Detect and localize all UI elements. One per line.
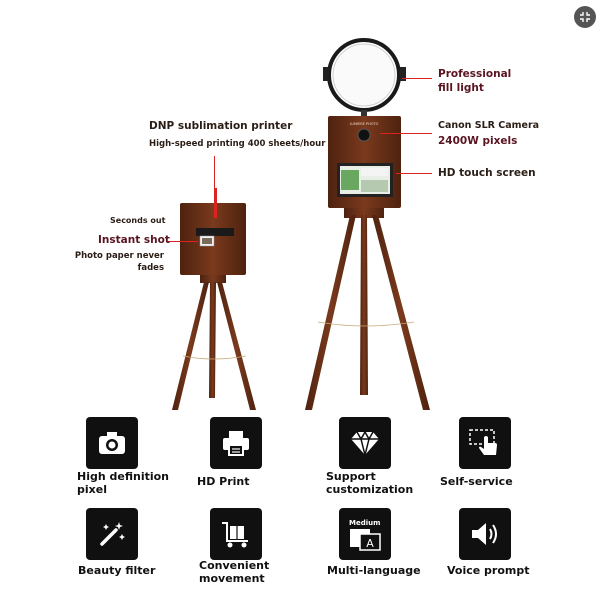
diamond-icon bbox=[351, 430, 379, 456]
camera-label-line1: Canon SLR Camera bbox=[438, 120, 540, 131]
feature-label-voice: Voice prompt bbox=[447, 564, 530, 577]
feature-label-language: Multi-language bbox=[327, 564, 421, 577]
feature-voice-prompt bbox=[459, 508, 511, 560]
language-top-text: Medium bbox=[349, 519, 380, 527]
feature-high-definition bbox=[86, 417, 138, 469]
camera-icon bbox=[99, 432, 125, 454]
printer-sub-label: High-speed printing 400 sheets/hour bbox=[149, 139, 326, 149]
ring-light bbox=[323, 38, 406, 118]
photo-paper-label: Photo paper never fades bbox=[74, 251, 164, 273]
feature-label-self-service: Self-service bbox=[440, 475, 513, 488]
speaker-icon bbox=[472, 523, 497, 545]
close-button[interactable] bbox=[574, 6, 596, 28]
language-icon: A Medium bbox=[349, 519, 381, 551]
fill-light-label: Professional fill light bbox=[438, 68, 512, 94]
shrink-icon bbox=[580, 12, 590, 22]
feature-self-service bbox=[459, 417, 511, 469]
feature-label-beauty: Beauty filter bbox=[78, 564, 156, 577]
touch-hand-icon bbox=[469, 429, 497, 455]
large-booth-body bbox=[328, 116, 401, 208]
cart-icon bbox=[222, 522, 248, 548]
small-tripod bbox=[172, 275, 256, 410]
seconds-out-label: Seconds out bbox=[110, 216, 166, 225]
feature-beauty-filter bbox=[86, 508, 138, 560]
feature-label-hd-print: HD Print bbox=[197, 475, 250, 488]
feature-multi-language: A Medium bbox=[339, 508, 391, 560]
feature-customization bbox=[339, 417, 391, 469]
instant-shot-label: Instant shot bbox=[98, 234, 170, 246]
printer-icon bbox=[223, 431, 249, 456]
touch-screen-label: HD touch screen bbox=[438, 167, 536, 179]
feature-hd-print bbox=[210, 417, 262, 469]
magic-wand-icon bbox=[100, 522, 125, 546]
language-letter: A bbox=[366, 537, 374, 550]
feature-convenient-movement bbox=[210, 508, 262, 560]
small-booth-body bbox=[180, 188, 246, 275]
large-tripod bbox=[305, 208, 430, 410]
camera-label-line2: 2400W pixels bbox=[438, 135, 518, 147]
printer-label: DNP sublimation printer bbox=[149, 120, 293, 132]
brand-plate: LUMIERE PHOTO bbox=[350, 122, 379, 126]
photo-booth-illustration: LUMIERE PHOTO bbox=[172, 38, 430, 410]
